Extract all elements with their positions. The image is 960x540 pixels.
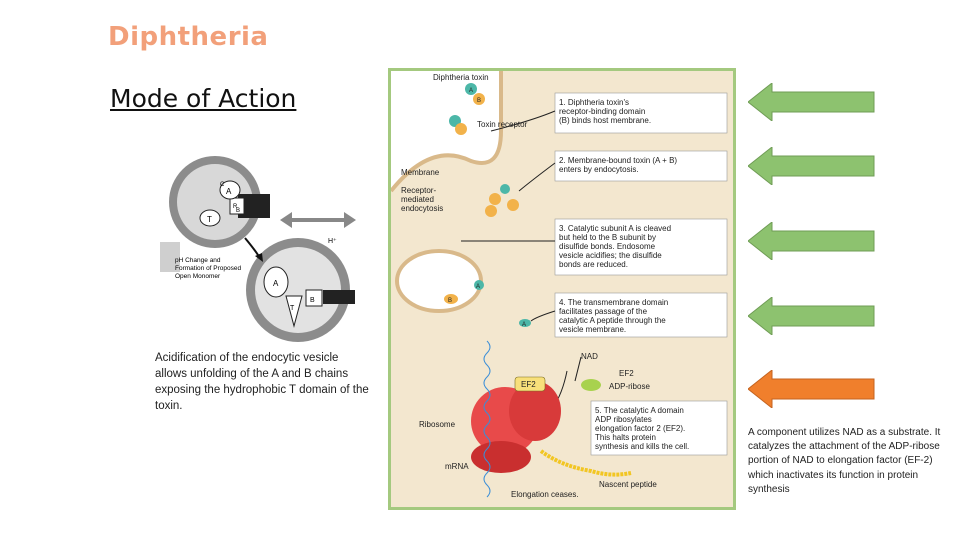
process-diagram: Diphtheria toxin Toxin receptor Membrane…: [391, 71, 733, 507]
step1-arrow: [747, 81, 876, 123]
right-caption: A component utilizes NAD as a substrate.…: [748, 427, 941, 495]
slide-title: Diphtheria: [108, 22, 269, 52]
translocated-a-label: A: [522, 322, 526, 328]
step4-box: [554, 292, 728, 338]
rme-label-3: endocytosis: [401, 204, 443, 213]
left-arrow-icon: [747, 145, 875, 187]
step3-arrow: [747, 220, 876, 262]
vesicle-toxin: [485, 184, 519, 217]
toxin-unfolding-diagram: A R B T C A B T H⁺ pH Change and Formati…: [160, 156, 356, 342]
ph-change-label: pH Change and: [175, 257, 221, 264]
rme-label-2: mediated: [401, 195, 434, 204]
step3-line1: 3. Catalytic subunit A is cleaved: [559, 224, 671, 233]
step5-arrow: [747, 368, 876, 410]
step3-line2: but held to the B subunit by: [559, 233, 656, 242]
flow-arrows: [461, 110, 582, 417]
step5-line5: synthesis and kills the cell.: [595, 442, 689, 451]
domain-r-label: R: [233, 204, 238, 210]
step1-box: [554, 92, 728, 134]
domain-t-label: T: [207, 215, 212, 224]
toxin-molecule: A B: [465, 83, 485, 105]
adp-ribose-label: ADP-ribose: [609, 382, 650, 391]
monomer-label: Open Monomer: [175, 273, 221, 280]
step4-line1: 4. The transmembrane domain: [559, 298, 668, 307]
step4-line3: catalytic A peptide through the: [559, 316, 666, 325]
toxin-a-label: A: [469, 88, 473, 94]
step2-arrow: [747, 145, 876, 187]
membrane-label: Membrane: [401, 168, 440, 177]
toxin-process-figure: Diphtheria toxin Toxin receptor Membrane…: [388, 68, 736, 510]
domain-b-label: B: [236, 208, 240, 214]
bound-toxin: [449, 115, 467, 135]
step2-box: [554, 150, 728, 182]
formation-label: Formation of Proposed: [175, 265, 242, 272]
step3-line4: vesicle acidifies; the disulfide: [559, 251, 662, 260]
step4-line2: facilitates passage of the: [559, 307, 648, 316]
left-arrow-icon: [747, 220, 875, 262]
rme-label-1: Receptor-: [401, 186, 436, 195]
adp-ribose-dot: [581, 379, 601, 391]
toxin-label: Diphtheria toxin: [433, 73, 489, 82]
slide-subtitle: Mode of Action: [110, 84, 297, 113]
step3-line3: disulfide bonds. Endosome: [559, 242, 656, 251]
ef2-box: [514, 376, 546, 392]
double-arrow-icon: [280, 212, 356, 228]
left-arrow-icon: [747, 368, 875, 410]
step5-box: [590, 400, 728, 456]
mrna-strand: [483, 340, 491, 498]
toxin-b-label: B: [477, 98, 481, 104]
left-arrow-icon: [747, 81, 875, 123]
step3-box: [554, 218, 728, 276]
elongation-label: Elongation ceases.: [511, 490, 579, 499]
h-plus-label: H⁺: [328, 238, 337, 245]
ribosome-label: Ribosome: [419, 420, 456, 429]
cleaved-a-label: A: [476, 284, 480, 290]
domain-c-label: C: [220, 182, 225, 188]
monomer-b-label: B: [310, 297, 315, 304]
step2-line2: enters by endocytosis.: [559, 165, 639, 174]
nad-label: NAD: [581, 352, 598, 361]
step2-line1: 2. Membrane-bound toxin (A + B): [559, 156, 677, 165]
left-caption: Acidification of the endocytic vesicle a…: [155, 352, 369, 412]
cleaved-toxin: A B A: [444, 280, 531, 328]
nascent-peptide: [539, 449, 632, 477]
step4-arrow: [747, 295, 876, 337]
mrna-label: mRNA: [445, 462, 469, 471]
monomer-t-label: T: [290, 305, 295, 312]
step1-line3: (B) binds host membrane.: [559, 116, 651, 125]
ef2-label: EF2: [619, 369, 634, 378]
step5-line1: 5. The catalytic A domain: [595, 406, 684, 415]
step5-line4: This halts protein: [595, 433, 656, 442]
nascent-peptide-label: Nascent peptide: [599, 480, 657, 489]
domain-a-label: A: [226, 187, 232, 196]
step1-line1: 1. Diphtheria toxin's: [559, 98, 629, 107]
step5-line2: ADP ribosylates: [595, 415, 652, 424]
cleaved-b-label: B: [448, 298, 452, 304]
step3-line5: bonds are reduced.: [559, 260, 628, 269]
receptor-label: Toxin receptor: [477, 120, 528, 129]
step4-line4: vesicle membrane.: [559, 325, 626, 334]
step1-line2: receptor-binding domain: [559, 107, 645, 116]
step5-line3: elongation factor 2 (EF2).: [595, 424, 685, 433]
monomer-a-label: A: [273, 279, 279, 288]
left-arrow-icon: [747, 295, 875, 337]
ef2-box-label: EF2: [521, 380, 536, 389]
